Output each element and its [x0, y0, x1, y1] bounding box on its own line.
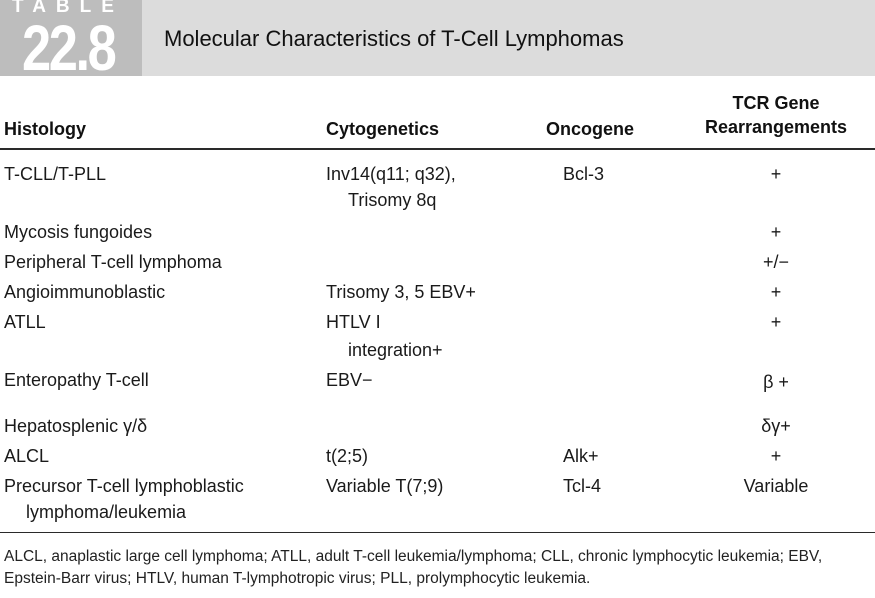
- row-oncogene: Tcl-4: [563, 476, 602, 496]
- table-header-band: TABLE 22.8 Molecular Characteristics of …: [0, 0, 875, 84]
- footer-rule: [0, 532, 875, 533]
- row-cytogenetics: HTLV I: [326, 312, 381, 332]
- row-cytogenetics: EBV−: [326, 370, 373, 390]
- row-tcr: +: [770, 312, 782, 332]
- row-cytogenetics-continued: Trisomy 8q: [348, 190, 437, 210]
- row-cytogenetics: Variable T(7;9): [326, 476, 444, 496]
- row-histology: ALCL: [4, 446, 50, 466]
- column-header-oncogene: Oncogene: [546, 119, 635, 139]
- row-histology: Peripheral T-cell lymphoma: [4, 252, 222, 272]
- row-tcr: Variable: [743, 476, 809, 496]
- table-number: 22.8: [22, 12, 117, 84]
- row-tcr: +: [770, 446, 782, 466]
- row-tcr: +: [770, 282, 782, 302]
- column-header-tcr-line1: TCR Gene: [732, 93, 820, 113]
- row-tcr: β +: [763, 372, 789, 392]
- row-histology: Precursor T-cell lymphoblastic: [4, 476, 244, 496]
- row-tcr: +/−: [762, 252, 790, 272]
- column-header-cytogenetics: Cytogenetics: [326, 119, 440, 139]
- table-label-word: TABLE: [12, 0, 124, 17]
- table-title: Molecular Characteristics of T-Cell Lymp…: [164, 26, 624, 51]
- row-oncogene: Bcl-3: [563, 164, 605, 184]
- table-label-box: TABLE 22.8: [0, 0, 142, 84]
- column-header-tcr-line2: Rearrangements: [704, 117, 848, 137]
- row-histology: T-CLL/T-PLL: [4, 164, 107, 184]
- header-rule: [0, 148, 875, 150]
- row-histology: Hepatosplenic γ/δ: [4, 416, 148, 436]
- row-tcr: δγ+: [761, 416, 791, 436]
- row-histology: Angioimmunoblastic: [4, 282, 166, 302]
- row-cytogenetics: Inv14(q11; q32),: [326, 164, 456, 184]
- row-histology: Mycosis fungoides: [4, 222, 153, 242]
- row-histology-continued: lymphoma/leukemia: [26, 502, 187, 522]
- table-footnote: ALCL, anaplastic large cell lymphoma; AT…: [4, 548, 823, 587]
- row-cytogenetics-continued: integration+: [348, 340, 443, 360]
- column-header-tcr: TCR Gene Rearrangements: [676, 91, 875, 139]
- row-tcr: +: [770, 164, 782, 184]
- row-histology: ATLL: [4, 312, 46, 332]
- row-oncogene: Alk+: [563, 446, 599, 466]
- row-tcr: +: [770, 222, 782, 242]
- row-cytogenetics: t(2;5): [326, 446, 369, 466]
- column-header-histology: Histology: [4, 119, 87, 139]
- row-histology: Enteropathy T-cell: [4, 370, 149, 390]
- row-cytogenetics: Trisomy 3, 5 EBV+: [326, 282, 476, 302]
